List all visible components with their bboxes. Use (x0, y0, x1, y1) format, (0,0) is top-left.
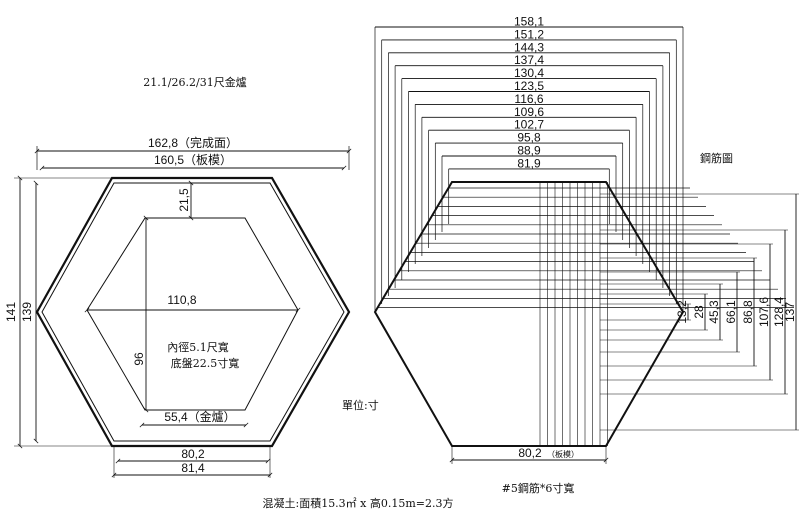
dim-inner-height: 96 (132, 352, 146, 366)
right-dim-label: 128,4 (772, 297, 786, 327)
right-dim-label: 137 (783, 302, 797, 322)
dim-rebar-bottom-note: （板模） (547, 449, 579, 459)
dim-formwork: 160,5（板模） (154, 153, 232, 167)
top-dim-label: 95,8 (517, 131, 541, 145)
dim-wall: 21,5 (177, 188, 191, 212)
dim-bottom-2: 81,4 (181, 461, 205, 475)
top-dim-label: 109,6 (514, 105, 544, 119)
right-title: 鋼筋圖 (700, 151, 733, 165)
top-dim-label: 116,6 (514, 92, 543, 106)
left-title: 21.1/26.2/31尺金爐 (143, 75, 246, 89)
right-rebar-drawing: 鋼筋圖 158,1151,2144,3137,4130,4123,5116,61… (373, 15, 799, 495)
unit-label: 單位:寸 (342, 398, 379, 412)
right-dim-label: 13,2 (675, 300, 689, 324)
outer-hexagon-formwork (41, 182, 345, 442)
dim-finished: 162,8（完成面） (148, 135, 238, 150)
dim-bottom-1: 80,2 (181, 447, 205, 461)
rebar-lines (377, 182, 794, 446)
top-dim-label: 81,9 (517, 156, 541, 170)
right-dim-label: 107,6 (757, 297, 771, 327)
top-dim-label: 88,9 (517, 144, 541, 158)
note-base: 底盤22.5寸寬 (171, 356, 240, 370)
dim-height-inner: 139 (20, 302, 34, 322)
right-dim-label: 28 (692, 305, 706, 319)
top-dim-label: 130,4 (514, 66, 544, 80)
left-hexagon-drawing: 21.1/26.2/31尺金爐 162,8（完成面） 160,5（板模） 141… (4, 75, 352, 478)
rebar-label: #5鋼筋*6寸寬 (502, 481, 575, 495)
note-inner-diameter: 內徑5.1尺寬 (167, 340, 229, 354)
top-dim-label: 102,7 (514, 118, 544, 132)
inner-hexagon (86, 217, 299, 411)
right-dim-label: 66,1 (724, 300, 738, 324)
top-dim-label: 151,2 (514, 27, 544, 41)
dim-inner-width: 110,8 (167, 293, 196, 307)
right-dim-label: 45,3 (707, 300, 721, 324)
dim-furnace: 55,4（金爐） (164, 409, 235, 424)
footer-note: 混凝土:面積15.3㎡ x 高0.15m=2.3方 (262, 496, 453, 510)
top-dim-label: 123,5 (514, 79, 544, 93)
right-dim-label: 86,8 (741, 300, 755, 324)
top-dim-label: 158,1 (514, 15, 544, 29)
dim-rebar-bottom: 80,2 (518, 446, 542, 460)
top-dim-label: 137,4 (514, 53, 544, 67)
rebar-hexagon (373, 181, 685, 447)
top-dim-label: 144,3 (514, 40, 544, 54)
dim-height-outer: 141 (4, 302, 18, 322)
top-dimension-group: 158,1151,2144,3137,4130,4123,5116,6109,6… (374, 15, 684, 312)
